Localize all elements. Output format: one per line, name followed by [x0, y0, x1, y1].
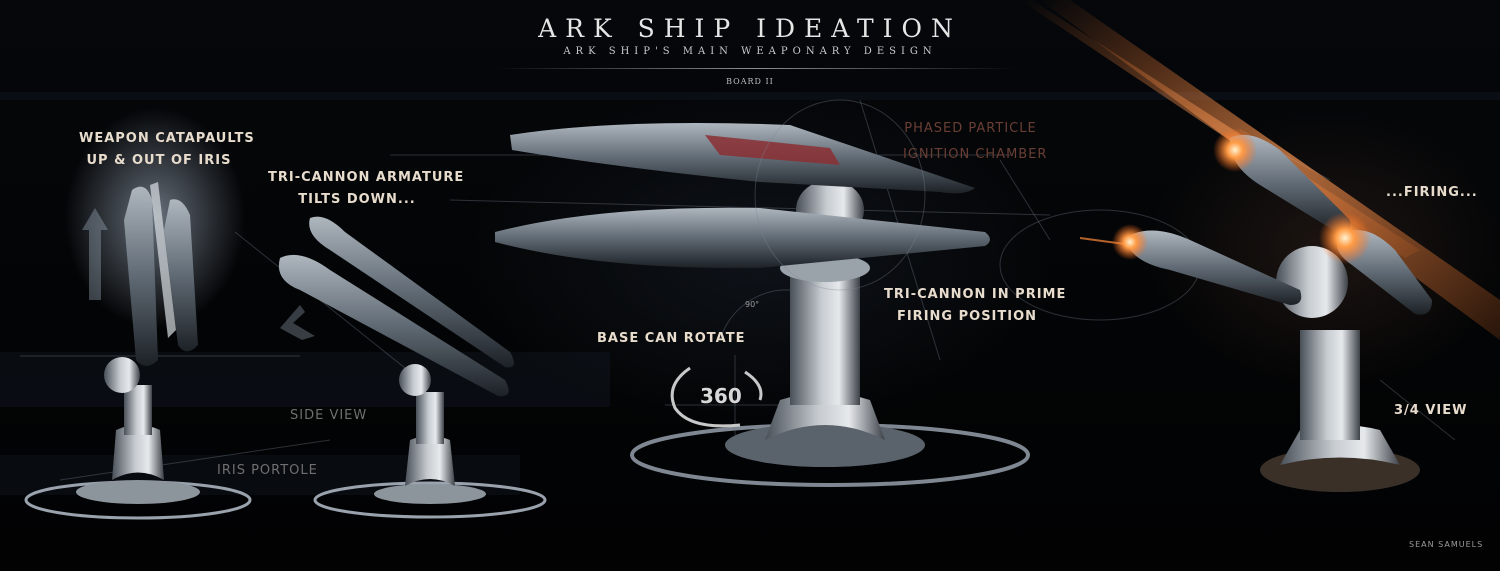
three-quarter-view-label: 3/4 VIEW — [1394, 403, 1468, 418]
callout-line: TILTS DOWN... — [298, 192, 416, 207]
firing-label: ...FIRING... — [1386, 185, 1478, 200]
side-view-label: SIDE VIEW — [290, 408, 368, 423]
title-divider — [495, 68, 1015, 69]
callout-line: TRI-CANNON ARMATURE — [268, 170, 465, 185]
iris-portole-label: IRIS PORTOLE — [217, 463, 318, 478]
catapult-callout: WEAPON CATAPAULTS UP & OUT OF IRIS — [79, 128, 255, 172]
board-title: ARK SHIP IDEATION — [538, 14, 962, 43]
callout-line: WEAPON CATAPAULTS — [79, 131, 255, 146]
turret-tilted — [278, 216, 547, 519]
tilt-callout: TRI-CANNON ARMATURE TILTS DOWN... — [268, 167, 465, 211]
rotation-360-icon — [670, 366, 763, 428]
down-arrow-icon — [280, 305, 315, 340]
turret-vertical — [24, 108, 252, 520]
chamber-callout: PHASED PARTICLE IGNITION CHAMBER — [903, 116, 1048, 168]
artist-credit: SEAN SAMUELS — [1409, 540, 1484, 549]
background-band — [0, 92, 1500, 100]
callout-line: UP & OUT OF IRIS — [86, 153, 232, 168]
angle-label: 90° — [745, 300, 760, 309]
board-number: BOARD II — [726, 77, 774, 86]
callout-line: FIRING POSITION — [896, 309, 1038, 324]
callout-line: PHASED PARTICLE — [904, 121, 1037, 136]
base-rotate-label: BASE CAN ROTATE — [597, 331, 746, 346]
turret-firing — [1020, 0, 1500, 492]
rotation-degrees-label: 360 — [700, 384, 742, 408]
turret-prime — [495, 99, 1030, 487]
prime-callout: TRI-CANNON IN PRIME FIRING POSITION — [884, 284, 1067, 328]
board-subtitle: ARK SHIP'S MAIN WEAPONARY DESIGN — [563, 46, 937, 57]
callout-line: IGNITION CHAMBER — [903, 147, 1048, 162]
callout-line: TRI-CANNON IN PRIME — [884, 287, 1067, 302]
